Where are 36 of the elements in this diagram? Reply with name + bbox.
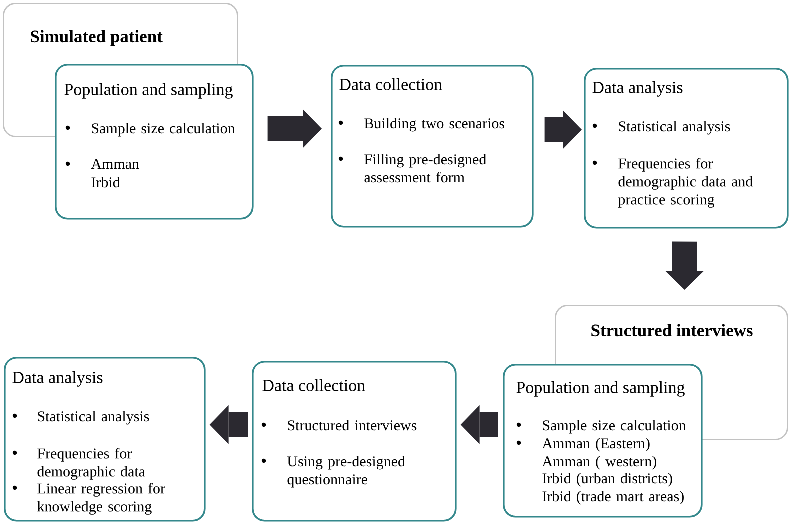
bullet-text: Structured interviews <box>288 420 417 431</box>
bullet-text: Frequencies for demographic data <box>38 448 146 480</box>
bullet-text: Sample size calculation <box>543 420 686 434</box>
block-arrow <box>460 405 498 444</box>
process-box <box>503 364 703 518</box>
block-arrow <box>268 109 322 148</box>
bullet-text: Statistical analysis <box>619 121 730 135</box>
bullet-text: Linear regression for knowledge scoring <box>37 483 166 515</box>
bullet-text: Amman ( western) <box>542 456 656 470</box>
panel-title: Simulated patient <box>31 30 163 46</box>
process-box <box>252 361 457 522</box>
process-box <box>584 68 789 229</box>
process-box <box>331 65 534 228</box>
bullet-text: Amman (Eastern) <box>542 438 650 452</box>
block-arrow <box>210 405 248 444</box>
box-heading: Data analysis <box>592 81 683 97</box>
box-heading: Data collection <box>262 379 366 392</box>
bullet-text: Irbid (trade mart areas) <box>542 491 684 505</box>
bullet-text: Amman <box>91 159 140 170</box>
bullet-text: Irbid <box>92 177 120 188</box>
box-heading: Population and sampling <box>64 83 233 99</box>
block-arrow <box>665 242 704 290</box>
box-heading: Data collection <box>340 78 442 90</box>
box-heading: Population and sampling <box>516 381 685 397</box>
process-box <box>55 64 254 220</box>
bullet-text: Statistical analysis <box>38 411 150 425</box>
bullet-text: Using pre-designed questionnaire <box>288 456 406 488</box>
process-box <box>4 357 206 522</box>
box-heading: Data analysis <box>12 371 103 387</box>
bullet-text: Building two scenarios <box>364 118 504 132</box>
bullet-text: Frequencies for demographic data and practice scoring <box>618 158 753 208</box>
panel-title: Structured interviews <box>592 324 753 337</box>
bullet-text: Sample size calculation <box>92 123 236 137</box>
bullet-text: Filling pre-designed assessment form <box>364 154 486 183</box>
block-arrow <box>544 110 582 150</box>
bullet-text: Irbid (urban districts) <box>542 473 672 487</box>
